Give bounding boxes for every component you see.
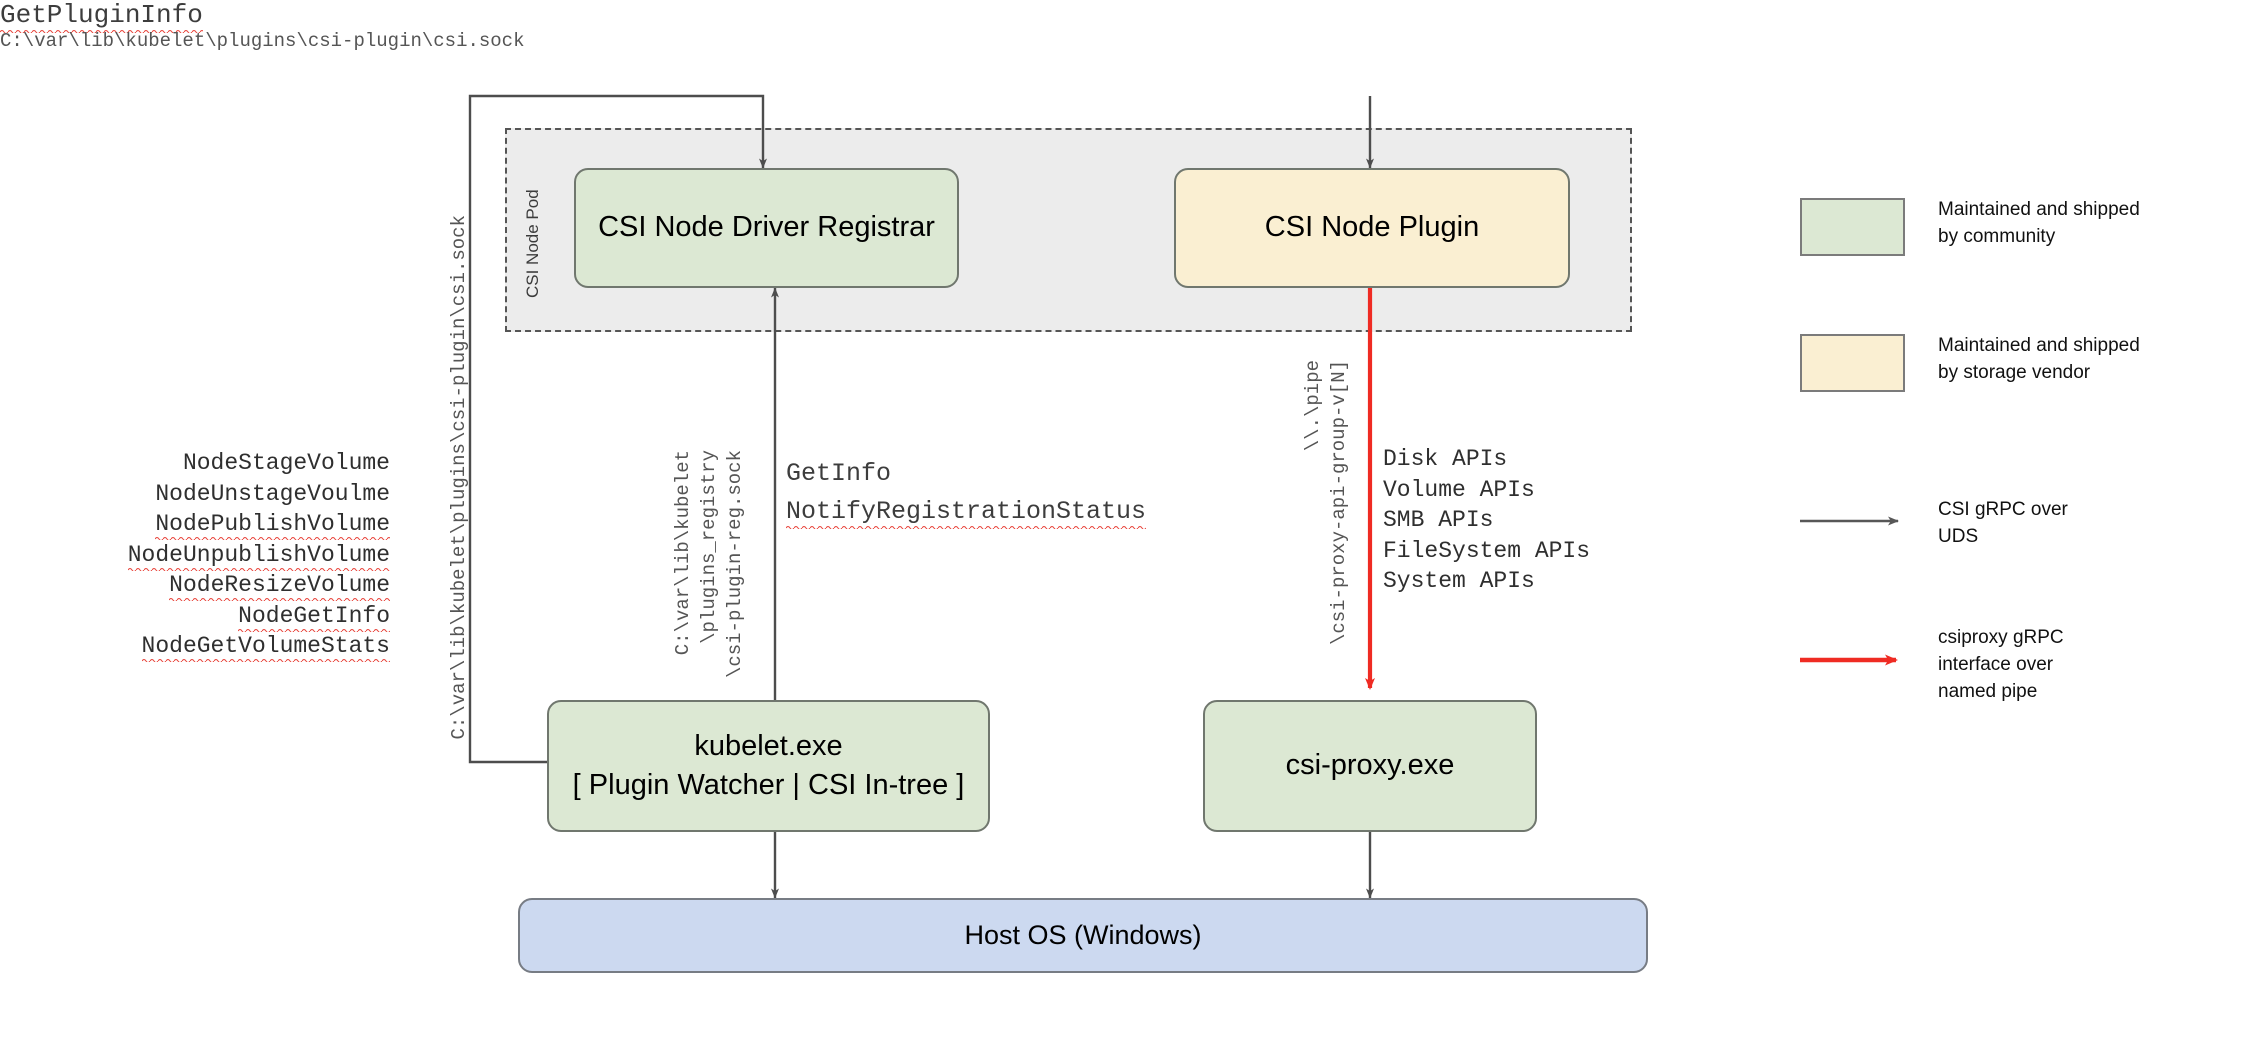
proxy-api-list: Disk APIs Volume APIs SMB APIs FileSyste… <box>1383 444 1590 597</box>
node-label: csi-proxy.exe <box>1285 749 1455 782</box>
node-api-item: NodeStageVolume <box>182 450 390 476</box>
named-pipe-line-2: \csi-proxy-api-group-v[N] <box>1328 360 1350 646</box>
node-csi-node-plugin[interactable]: CSI Node Plugin <box>1174 168 1570 288</box>
kubelet-line-1: kubelet.exe <box>694 729 843 762</box>
legend-line-1: CSI gRPC over <box>1938 499 2068 520</box>
node-kubelet-exe[interactable]: kubelet.exe [ Plugin Watcher | CSI In-tr… <box>547 700 990 832</box>
node-host-os[interactable]: Host OS (Windows) <box>518 898 1648 973</box>
node-csi-node-driver-registrar[interactable]: CSI Node Driver Registrar <box>574 168 959 288</box>
node-api-item: NodeUnstageVoulme <box>155 480 390 507</box>
legend-label-csiproxy-grpc: csiproxy gRPC interface over named pipe <box>1938 625 2228 706</box>
node-api-list: NodeStageVolume NodeUnstageVoulme NodePu… <box>60 448 390 663</box>
registrar-call-notifyregistrationstatus: NotifyRegistrationStatus <box>786 493 1147 531</box>
legend-label-csi-grpc-uds: CSI gRPC over UDS <box>1938 497 2228 551</box>
legend-label-community: Maintained and shipped by community <box>1938 197 2228 251</box>
node-api-item: NodeResizeVolume <box>60 570 390 602</box>
legend-label-storage-vendor: Maintained and shipped by storage vendor <box>1938 333 2228 387</box>
registry-path-line-1: C:\var\lib\kubelet <box>672 450 694 656</box>
legend-line-2: interface over <box>1938 653 2054 675</box>
registrar-calls-label: GetInfo NotifyRegistrationStatus <box>786 455 1147 531</box>
registry-path-line-2: \plugins_registry <box>698 450 720 644</box>
proxy-api-item: SMB APIs <box>1383 507 1494 534</box>
node-label-group: kubelet.exe [ Plugin Watcher | CSI In-tr… <box>573 727 965 805</box>
legend-line-3: named pipe <box>1938 680 2038 702</box>
legend-swatch-community <box>1800 198 1905 256</box>
node-label: Host OS (Windows) <box>964 920 1202 951</box>
kubelet-line-2: [ Plugin Watcher | CSI In-tree ] <box>572 769 965 801</box>
node-api-item: NodeGetInfo <box>60 601 390 632</box>
legend-line-1: Maintained and shipped <box>1938 199 2140 220</box>
csi-sock-path-top-label: C:\var\lib\kubelet\plugins\csi-plugin\cs… <box>0 30 525 52</box>
node-api-item: NodeUnpublishVolume <box>60 540 390 571</box>
legend-line-1: csiproxy gRPC <box>1938 627 2064 648</box>
csi-node-pod-label: CSI Node Pod <box>523 189 542 298</box>
proxy-api-item: FileSystem APIs <box>1383 537 1591 564</box>
legend-line-1: Maintained and shipped <box>1938 335 2140 356</box>
node-label: CSI Node Driver Registrar <box>598 211 935 244</box>
node-api-item: NodePublishVolume <box>60 509 390 541</box>
proxy-api-item: System APIs <box>1383 568 1535 595</box>
proxy-api-item: Disk APIs <box>1383 446 1508 472</box>
node-api-item: NodeGetVolumeStats <box>60 631 390 663</box>
csi-sock-path-left-label: C:\var\lib\kubelet\plugins\csi-plugin\cs… <box>448 215 470 740</box>
legend-arrow-icons <box>1800 516 1899 666</box>
legend-line-2: by storage vendor <box>1938 361 2091 383</box>
legend-swatch-storage-vendor <box>1800 334 1905 392</box>
named-pipe-line-1: \\.\pipe <box>1302 360 1324 452</box>
proxy-api-item: Volume APIs <box>1383 476 1535 503</box>
legend-line-2: UDS <box>1938 525 1979 547</box>
node-csi-proxy-exe[interactable]: csi-proxy.exe <box>1203 700 1537 832</box>
node-label: CSI Node Plugin <box>1264 211 1480 244</box>
registry-path-line-3: \csi-plugin-reg.sock <box>724 450 746 679</box>
registrar-call-getinfo: GetInfo <box>786 459 892 488</box>
legend-line-2: by community <box>1938 225 2056 247</box>
get-plugin-info-label: GetPluginInfo <box>0 0 2252 33</box>
